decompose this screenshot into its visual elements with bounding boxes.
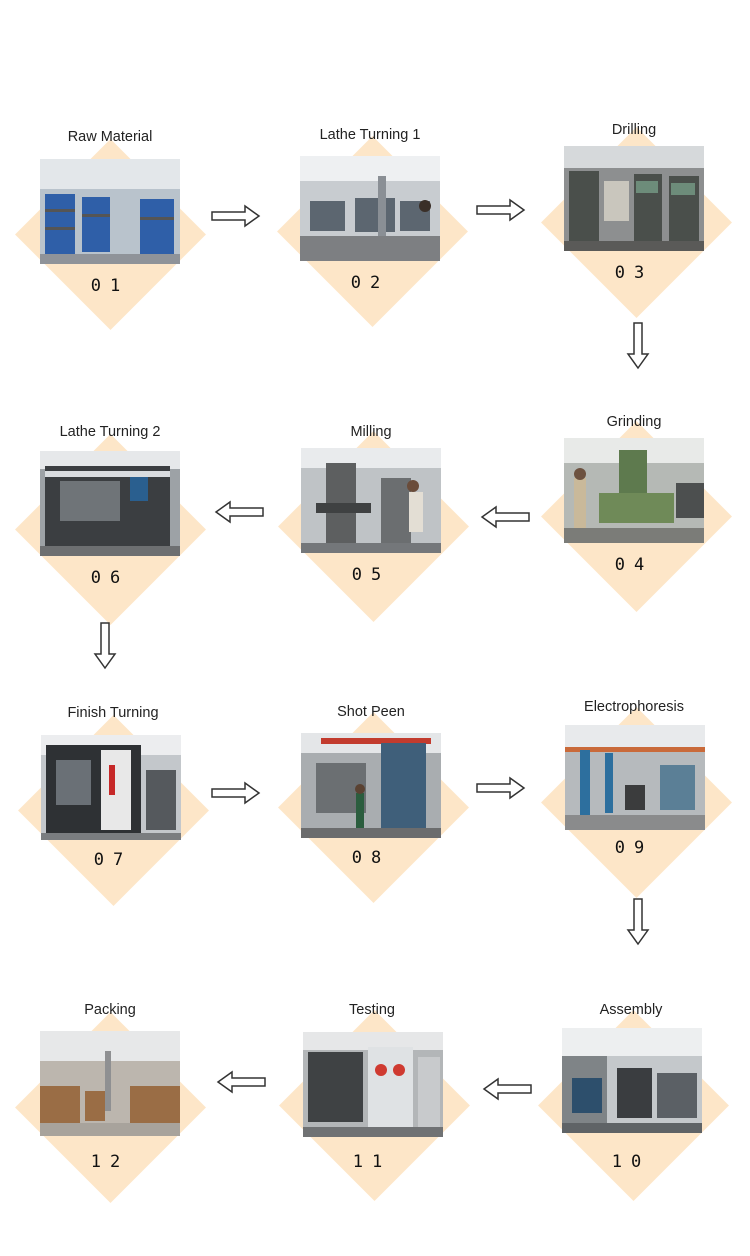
arrow-right-icon bbox=[476, 198, 526, 222]
step-raw-material: Raw Material 01 bbox=[15, 125, 206, 335]
step-drilling: Drilling 03 bbox=[541, 117, 732, 327]
step-shot-peen: Shot Peen 08 bbox=[278, 700, 469, 910]
arrow-right-icon bbox=[211, 781, 261, 805]
step-label: Testing bbox=[349, 1002, 395, 1018]
arrow-down-icon bbox=[626, 898, 650, 946]
arrow-down-icon bbox=[626, 322, 650, 370]
step-lathe-turning-2: Lathe Turning 2 06 bbox=[15, 420, 206, 630]
step-number: 08 bbox=[351, 848, 391, 868]
step-lathe-turning-1: Lathe Turning 1 02 bbox=[277, 122, 468, 332]
step-number: 03 bbox=[614, 263, 654, 283]
step-photo bbox=[40, 451, 180, 556]
step-photo bbox=[40, 1031, 180, 1136]
arrow-left-icon bbox=[482, 1077, 532, 1101]
step-milling: Milling 05 bbox=[278, 419, 469, 629]
arrow-left-icon bbox=[214, 500, 264, 524]
step-label: Raw Material bbox=[67, 129, 153, 145]
arrow-left-icon bbox=[480, 505, 530, 529]
step-finish-turning: Finish Turning 07 bbox=[18, 701, 209, 911]
step-photo bbox=[562, 1028, 702, 1133]
step-assembly: Assembly 10 bbox=[538, 998, 729, 1208]
step-electrophoresis: Electrophoresis 09 bbox=[541, 695, 732, 905]
step-number: 07 bbox=[93, 850, 133, 870]
step-label: Finish Turning bbox=[67, 705, 159, 721]
step-photo bbox=[565, 725, 705, 830]
step-photo bbox=[300, 156, 440, 261]
step-number: 12 bbox=[90, 1152, 130, 1172]
step-number: 06 bbox=[90, 568, 130, 588]
step-photo bbox=[41, 735, 181, 840]
step-photo bbox=[564, 438, 704, 543]
step-label: Assembly bbox=[599, 1002, 663, 1018]
step-photo bbox=[564, 146, 704, 251]
step-number: 05 bbox=[351, 565, 391, 585]
step-label: Electrophoresis bbox=[584, 699, 684, 715]
arrow-right-icon bbox=[476, 776, 526, 800]
step-label: Grinding bbox=[606, 414, 662, 430]
step-number: 01 bbox=[90, 276, 130, 296]
step-photo bbox=[303, 1032, 443, 1137]
step-testing: Testing 11 bbox=[279, 998, 470, 1208]
arrow-left-icon bbox=[216, 1070, 266, 1094]
step-photo bbox=[40, 159, 180, 264]
arrow-down-icon bbox=[93, 622, 117, 670]
step-number: 10 bbox=[611, 1152, 651, 1172]
step-number: 11 bbox=[352, 1152, 392, 1172]
arrow-right-icon bbox=[211, 204, 261, 228]
step-photo bbox=[301, 448, 441, 553]
step-number: 02 bbox=[350, 273, 390, 293]
step-number: 09 bbox=[614, 838, 654, 858]
step-label: Lathe Turning 1 bbox=[319, 127, 421, 143]
step-label: Drilling bbox=[611, 122, 657, 138]
step-label: Packing bbox=[84, 1002, 136, 1018]
step-packing: Packing 12 bbox=[15, 998, 206, 1208]
step-grinding: Grinding 04 bbox=[541, 409, 732, 619]
step-photo bbox=[301, 733, 441, 838]
step-label: Shot Peen bbox=[337, 704, 405, 720]
step-number: 04 bbox=[614, 555, 654, 575]
step-label: Milling bbox=[350, 424, 392, 440]
step-label: Lathe Turning 2 bbox=[59, 424, 161, 440]
